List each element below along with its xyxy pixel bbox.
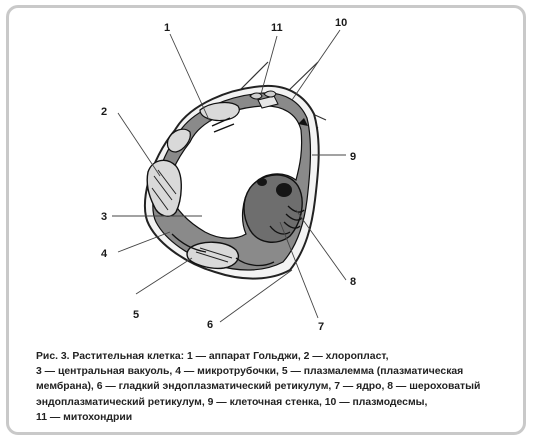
caption-line-1: Рис. 3. Растительная клетка: 1 — аппарат… bbox=[36, 351, 389, 362]
label-7: 7 bbox=[318, 321, 324, 333]
label-5: 5 bbox=[133, 309, 139, 321]
nucleus bbox=[243, 174, 303, 243]
caption-line-4: эндоплазматический ретикулум, 9 — клеточ… bbox=[36, 396, 428, 408]
label-4: 4 bbox=[101, 248, 108, 260]
organelle-details bbox=[211, 90, 308, 133]
caption-line-2: 3 — центральная вакуоль, 4 — микротрубоч… bbox=[36, 366, 464, 378]
label-11: 11 bbox=[271, 22, 283, 34]
chloroplasts bbox=[146, 101, 240, 270]
label-9: 9 bbox=[350, 151, 356, 163]
label-10: 10 bbox=[335, 17, 347, 29]
label-1: 1 bbox=[164, 22, 170, 34]
caption-line-5: 11 — митохондрии bbox=[36, 411, 133, 423]
label-6: 6 bbox=[207, 319, 213, 331]
leader-lines bbox=[112, 29, 347, 323]
label-3: 3 bbox=[101, 211, 107, 223]
label-2: 2 bbox=[101, 106, 107, 118]
figure-caption: Рис. 3. Растительная клетка: 1 — аппарат… bbox=[36, 349, 506, 425]
plant-cell-diagram: 1 11 10 2 9 3 4 8 5 6 7 bbox=[101, 17, 356, 333]
caption-line-3: мембрана), 6 — гладкий эндоплазматически… bbox=[36, 381, 481, 393]
label-8: 8 bbox=[350, 276, 356, 288]
